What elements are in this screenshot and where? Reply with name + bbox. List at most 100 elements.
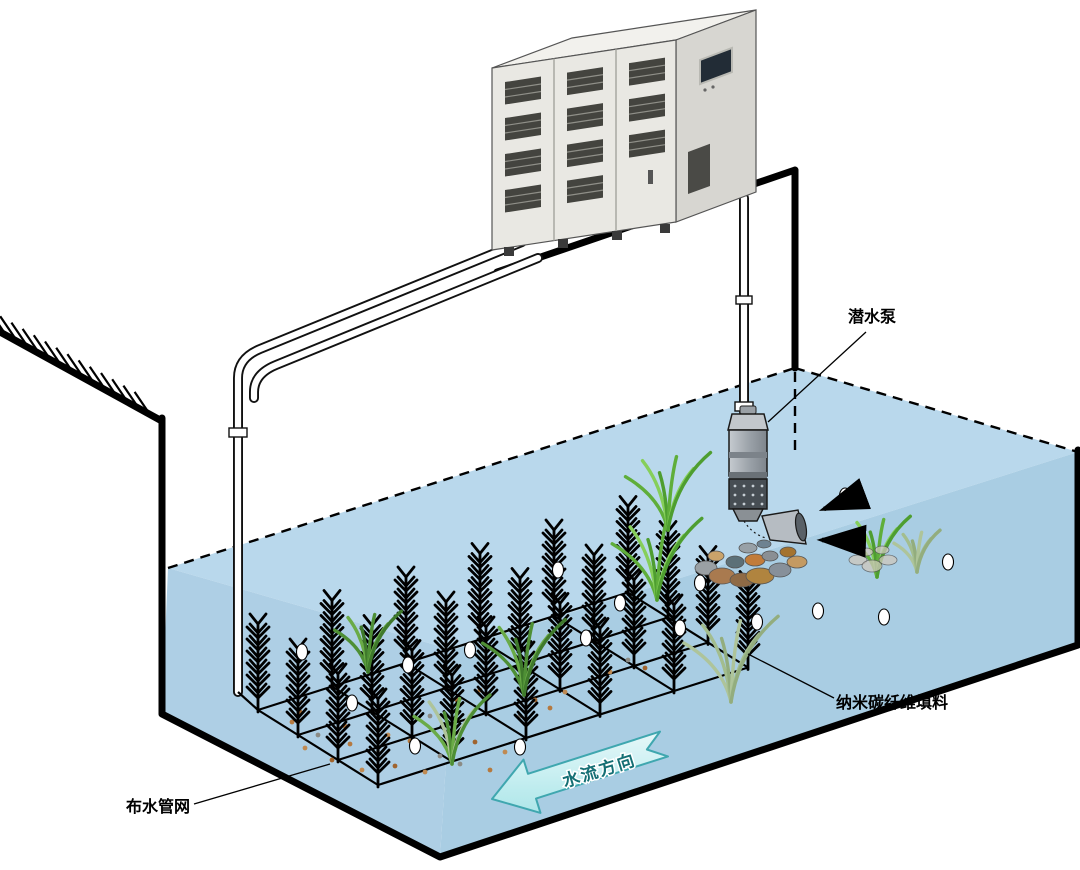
vent-louver	[505, 76, 541, 105]
leader-network	[193, 763, 331, 805]
vent-slat	[628, 108, 666, 115]
hatch-tick	[122, 384, 142, 412]
air-bubble	[673, 619, 687, 637]
vent-slat	[566, 110, 604, 117]
grid-pipe-column	[257, 709, 379, 786]
vent-louver	[505, 184, 541, 213]
sediment-dot	[392, 763, 398, 769]
sediment-dot	[422, 769, 428, 775]
air-bubble	[295, 643, 309, 661]
sediment-dot	[625, 657, 631, 663]
sediment-dot	[315, 732, 321, 738]
grid-pipe-column	[479, 638, 601, 716]
control-cabinet	[491, 9, 757, 256]
air-bubble	[513, 738, 527, 756]
hatch-tick	[0, 315, 19, 342]
aquatic-plant	[412, 693, 492, 766]
vent-slat	[566, 74, 604, 81]
aquatic-plant	[610, 516, 704, 602]
vent-slat	[566, 189, 604, 197]
sediment-dot	[359, 767, 365, 773]
grid-feed-link	[237, 691, 259, 711]
hatch-tick	[77, 359, 97, 387]
hatch-tick	[0, 324, 7, 336]
plant-strand	[522, 618, 568, 697]
strainer-hole	[742, 502, 746, 506]
submersible-pump-assembly	[727, 193, 808, 545]
cabinet-button	[703, 88, 707, 92]
pump-bell-mouth	[794, 512, 808, 542]
vent-louver	[567, 175, 603, 204]
strainer-hole	[751, 502, 755, 506]
aquatic-plant	[480, 618, 568, 697]
hatch-tick	[100, 372, 119, 399]
hatch-tick	[44, 340, 63, 368]
grid-pipe-column	[553, 615, 675, 692]
air-bubble	[750, 613, 764, 631]
vent-louver	[629, 93, 665, 122]
air-bubble	[408, 737, 422, 755]
vent-louver	[567, 139, 603, 168]
cabinet-side-vent	[688, 143, 710, 194]
inlet-pipe-outline-2	[249, 253, 543, 403]
sediment-dot	[472, 739, 478, 745]
vent-slat	[504, 90, 542, 98]
pump-lifting-lug	[739, 405, 757, 415]
strainer-hole	[760, 493, 764, 497]
inlet-pipe-body	[234, 238, 526, 696]
inflow-arrows	[816, 478, 871, 558]
tank-back-rim-dashed	[167, 366, 1079, 570]
rock	[874, 545, 890, 555]
rock	[768, 562, 792, 578]
vent-slat	[566, 182, 604, 189]
leader-pump	[767, 331, 867, 423]
strainer-hole	[733, 484, 737, 488]
annotations: 潜水泵 纳米碳纤维填料 布水管网	[126, 307, 948, 816]
hatch-tick	[10, 321, 30, 349]
hatch-tick	[21, 328, 41, 355]
air-bubble	[811, 602, 825, 620]
vent-slat	[628, 100, 666, 108]
hatch-tick	[32, 334, 52, 361]
strainer-hole	[733, 502, 737, 506]
grid-pipe-column	[405, 662, 527, 739]
sediment-dot	[547, 705, 553, 711]
pump-clamp	[729, 472, 767, 479]
sediment-dot	[562, 689, 568, 695]
pump-cap	[727, 413, 769, 431]
sediment-dot	[457, 761, 463, 767]
pump-strainer-holes	[733, 484, 764, 506]
pump-dotted-line	[743, 520, 767, 539]
aquatic-plant	[892, 528, 942, 574]
sediment-dot	[329, 757, 335, 763]
sediment-dot	[427, 713, 433, 719]
rock	[786, 555, 808, 569]
air-bubble	[551, 561, 565, 579]
vent-louver	[629, 129, 665, 158]
sediment-dot	[642, 665, 648, 671]
flow-arrow-shape	[491, 730, 669, 814]
vent-louver	[629, 57, 665, 86]
cabinet-foot	[612, 231, 622, 240]
vent-slat	[566, 117, 604, 125]
label-pump: 潜水泵	[848, 307, 896, 326]
plant-strand	[366, 609, 403, 674]
rock	[861, 559, 883, 573]
sediment-dot	[302, 745, 308, 751]
vent-slat	[566, 153, 604, 161]
vent-slat	[504, 119, 542, 127]
hatch-tick	[111, 378, 131, 405]
inlet-pipe	[228, 237, 543, 697]
vent-slat	[628, 72, 666, 79]
rock	[761, 550, 779, 562]
rock	[707, 550, 725, 562]
strainer-hole	[751, 484, 755, 488]
vent-slat	[628, 64, 666, 72]
pump-band	[729, 452, 767, 458]
rock	[738, 542, 758, 554]
cabinet-door-handle	[648, 170, 653, 184]
inflow-arrow-lower	[816, 524, 867, 558]
aquatic-plant	[682, 614, 780, 704]
